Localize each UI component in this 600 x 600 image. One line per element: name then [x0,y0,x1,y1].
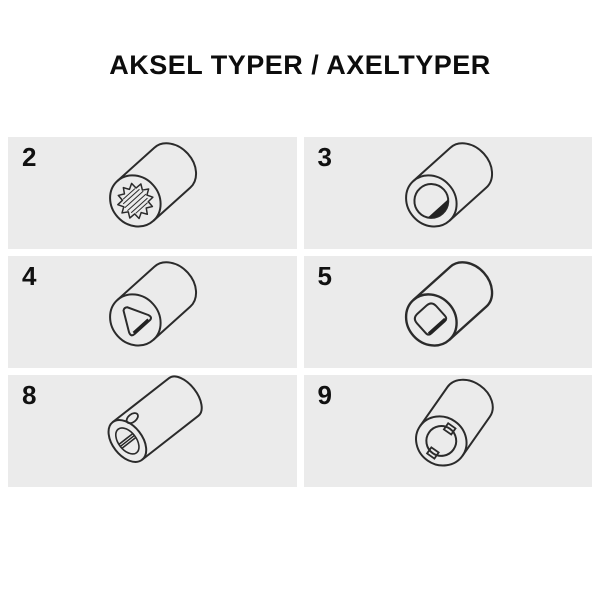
type-number: 9 [317,380,332,410]
type-cell-2: 2 [8,137,297,249]
type-cell-3: 3 [303,137,592,249]
slot-bore-axle-icon [107,375,203,463]
d-bore-axle-icon [404,142,493,228]
notched-bore-axle-icon [414,378,494,467]
type-cell-8: 8 [8,375,297,487]
spline-bore-axle-icon [109,142,197,228]
type-number: 8 [22,380,37,410]
page-title: AKSEL TYPER / AXELTYPER [109,50,491,80]
type-number: 2 [22,142,37,172]
axle-types-grid: 2 3 [8,137,592,487]
type-cell-4: 4 [8,256,297,368]
square-bore-axle-icon [404,261,493,347]
type-number: 4 [22,261,37,291]
triangle-bore-axle-icon [109,261,197,347]
type-number: 5 [317,261,332,291]
type-cell-5: 5 [303,256,592,368]
type-number: 3 [317,142,332,172]
type-cell-9: 9 [303,375,592,487]
